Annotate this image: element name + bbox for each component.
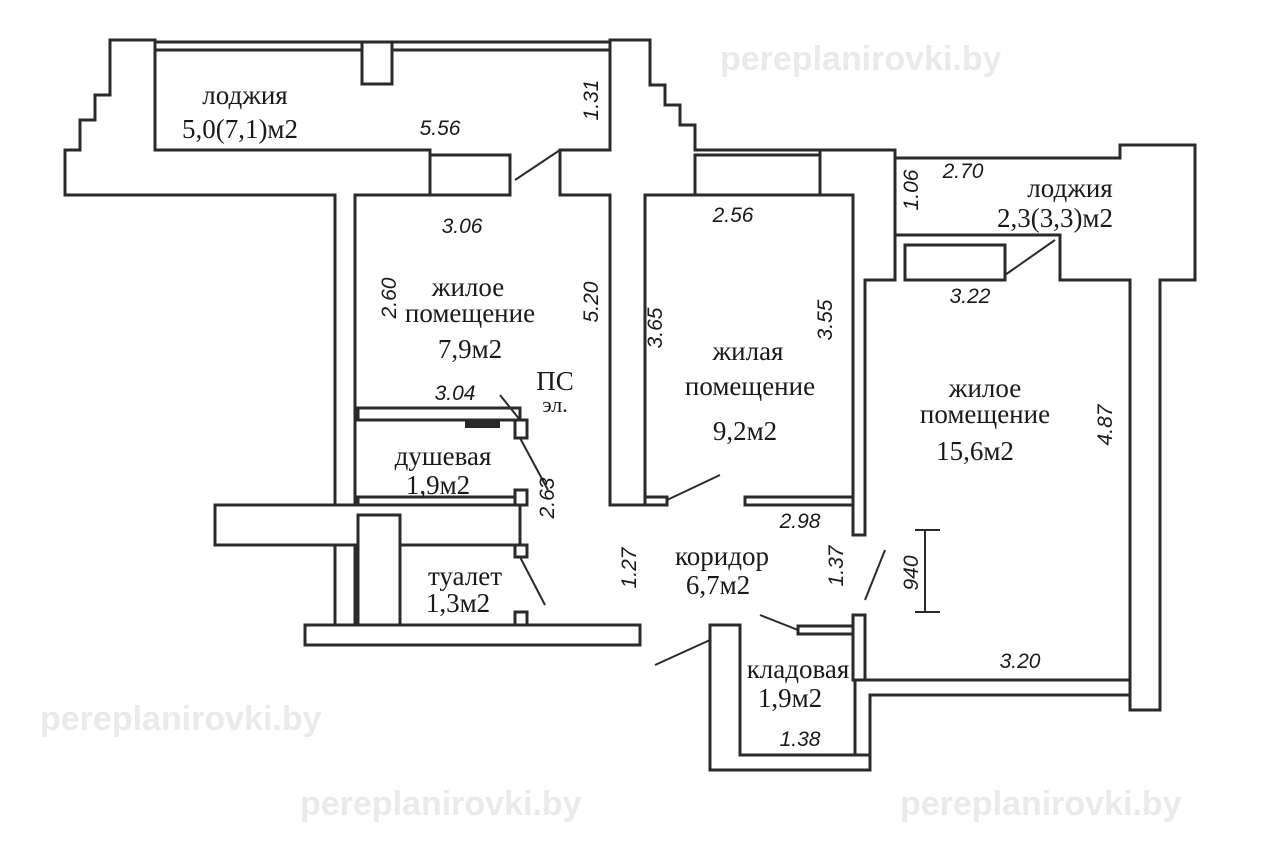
wall-divider (818, 148, 897, 537)
wall-bottom-left (303, 623, 642, 647)
dimension: 940 (900, 555, 923, 590)
dimension: 3.65 (644, 307, 667, 348)
door-swings (499, 149, 1056, 666)
room-area: 1,9м2 (758, 683, 822, 713)
window-room3 (903, 243, 1007, 282)
room-name: лоджия (202, 80, 287, 110)
column (360, 40, 394, 86)
room-name: жилое (431, 272, 504, 302)
window-room2 (693, 153, 822, 197)
room-area: 5,0(7,1)м2 (182, 114, 298, 144)
room-area: 7,9м2 (438, 334, 502, 364)
room-name: жилое (948, 373, 1021, 403)
dimension: 2.98 (779, 510, 821, 533)
dimension: 5.56 (420, 117, 461, 140)
dimension: 3.22 (950, 285, 991, 308)
label-ps: ПС (536, 366, 574, 396)
dimension: 1.06 (900, 169, 923, 210)
dimension: 2.70 (942, 160, 984, 183)
dimension: 1.31 (580, 80, 603, 121)
dimension: 4.87 (1094, 403, 1117, 445)
room-area: 2,3(3,3)м2 (997, 203, 1113, 233)
room-name: кладовая (747, 654, 850, 684)
room-area: 9,2м2 (713, 416, 777, 446)
wall-shower-top (356, 406, 522, 422)
dimension: 2.60 (378, 277, 401, 319)
shaft-ps (465, 420, 500, 428)
room-name: помещение (920, 399, 1050, 429)
room-name: туалет (428, 561, 502, 591)
dimension: 5.20 (580, 281, 603, 322)
dimension: 3.55 (814, 299, 837, 340)
room-name: помещение (405, 298, 535, 328)
room-labels: лоджия 5,0(7,1)м2 лоджия 2,3(3,3)м2 жило… (182, 80, 1113, 713)
door-jamb (643, 495, 669, 507)
wall-right-loggia (893, 143, 1197, 712)
wall-bottom-right (853, 678, 1132, 757)
wall-corridor (743, 495, 855, 507)
label-el: эл. (542, 392, 568, 417)
dimension: 2.63 (536, 477, 559, 519)
watermark: pereplanirovki.by (300, 785, 582, 823)
room-name: помещение (685, 371, 815, 401)
wall-stub (851, 613, 867, 682)
watermark: pereplanirovki.by (40, 700, 322, 738)
watermark: pereplanirovki.by (720, 40, 1002, 78)
dimension: 1.38 (780, 728, 821, 751)
watermarks: pereplanirovki.by pereplanirovki.by pere… (40, 40, 1182, 823)
wall-left-outer (63, 38, 432, 627)
room-name: жилая (712, 336, 784, 366)
dimension: 3.20 (1000, 650, 1041, 673)
dimension: 1.27 (618, 546, 641, 588)
walls (63, 38, 1197, 772)
room-area: 6,7м2 (686, 570, 750, 600)
room-name: лоджия (1027, 173, 1112, 203)
watermark: pereplanirovki.by (900, 785, 1182, 823)
door-jamb (513, 488, 529, 507)
wall-storage (708, 623, 872, 772)
door-jamb (513, 610, 529, 627)
dimension: 3.06 (442, 215, 483, 238)
room-name: коридор (675, 541, 769, 571)
room-name: душевая (395, 441, 492, 471)
dimension: 2.56 (712, 204, 754, 227)
room-area: 1,9м2 (406, 470, 470, 500)
dimension: 1.37 (825, 544, 848, 586)
wall-stub (796, 624, 855, 636)
wall-column (356, 513, 402, 627)
door-jamb (513, 543, 529, 559)
window-room1 (428, 153, 512, 197)
dimension: 3.04 (435, 382, 476, 405)
room-area: 15,6м2 (936, 436, 1014, 466)
dimensions: 5.56 1.31 3.06 2.60 5.20 3.04 2.63 2.56 … (378, 80, 1117, 751)
door-jamb (513, 418, 529, 440)
room-area: 1,3м2 (426, 588, 490, 618)
